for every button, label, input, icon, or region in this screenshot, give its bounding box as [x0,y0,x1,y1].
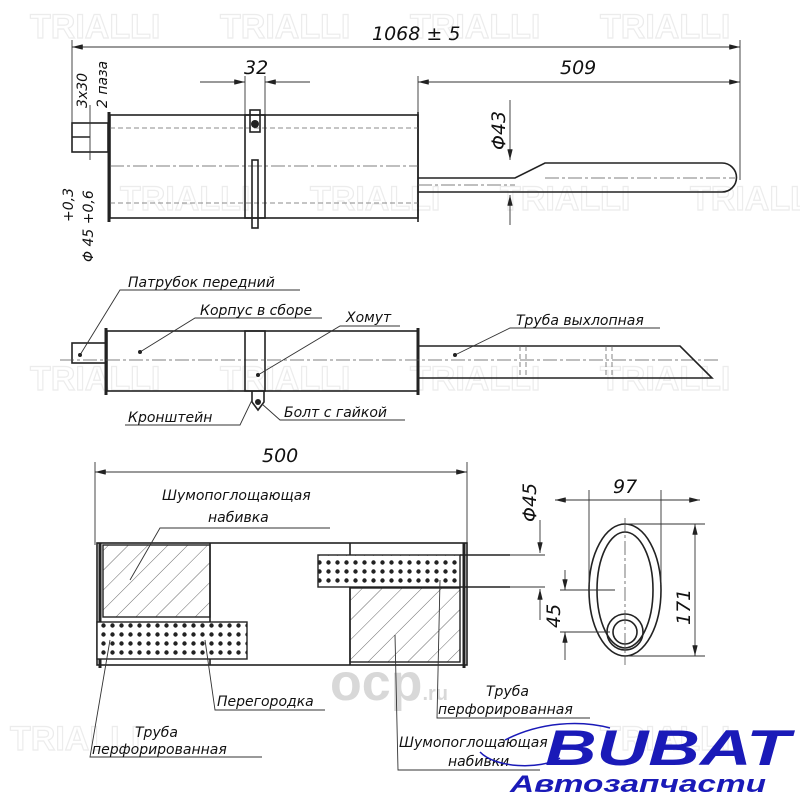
svg-text:TRIALLI: TRIALLI [600,8,730,46]
logo-subtitle: Автозапчасти [509,771,767,798]
svg-text:TRIALLI: TRIALLI [30,360,160,398]
top-view: 1068 ± 5 32 509 Φ43 3x30 2 паза Φ 45 +0,… [61,23,741,262]
svg-text:TRIALLI: TRIALLI [410,8,540,46]
callout-perf-left-line1: Труба [135,725,178,741]
callout-bracket: Кронштейн [128,410,212,426]
slots-count-label: 2 паза [95,61,111,108]
car-outline-icon [504,722,611,741]
svg-text:TRIALLI: TRIALLI [220,360,350,398]
svg-text:TRIALLI: TRIALLI [410,360,540,398]
svg-text:TRIALLI: TRIALLI [30,8,160,46]
end-offset-label: 45 [543,604,565,628]
callout-packing-line1: Шумопоглощающая [162,488,311,504]
inlet-tolerance-label: +0,3 [61,188,77,222]
callout-perf-right-line2: перфорированная [438,702,573,718]
watermarks: TRIALLI TRIALLI TRIALLI TRIALLI TRIALLI TRI… [9,7,800,758]
callout-packing-line2: набивка [208,510,269,526]
callout-perf-left-line2: перфорированная [92,742,227,758]
svg-text:TRIALLI: TRIALLI [600,720,730,758]
callout-bolt: Болт с гайкой [284,405,387,421]
outlet-diameter-label: Φ45 [519,483,541,522]
bracket [251,159,259,229]
svg-text:TRIALLI: TRIALLI [500,180,630,218]
clamp-width-label: 32 [244,57,268,79]
sound-absorbing-packing-right [349,587,461,663]
inlet-diameter-label: Φ 45 +0,6 [81,190,97,262]
callout-inlet-pipe: Патрубок передний [128,275,275,291]
exhaust-pipe [418,162,738,193]
svg-text:TRIALLI: TRIALLI [10,720,140,758]
svg-text:ocp.ru: ocp.ru [330,654,448,712]
perforated-tube-right [317,554,461,588]
callout-packing-bottom-line1: Шумопоглощающая [399,735,548,751]
callout-clamp: Хомут [345,310,392,326]
svg-text:TRIALLI: TRIALLI [120,180,250,218]
clamp [244,114,266,219]
end-height-label: 171 [673,589,695,625]
sound-absorbing-packing-left [102,544,211,618]
body-length-label: 500 [262,445,298,467]
assembly-view: Патрубок передний Корпус в сборе Хомут Т… [60,275,720,426]
svg-text:TRIALLI: TRIALLI [600,360,730,398]
callout-packing-bottom-line2: набивки [448,754,509,770]
section-view: 500 Φ45 Шумопоглощающая набивка Перегоро… [89,445,590,771]
perforated-tube-left [96,621,248,660]
callout-perf-right-line1: Труба [486,684,529,700]
slots-size-label: 3x30 [75,73,91,108]
tail-diameter-label: Φ43 [488,111,510,150]
tail-length-label: 509 [560,57,596,79]
svg-text:TRIALLI: TRIALLI [220,8,350,46]
bubat-logo: BUBAT Автозапчасти [479,720,796,798]
overall-length-label: 1068 ± 5 [372,23,460,45]
callout-exhaust-pipe: Труба выхлопная [516,313,644,329]
callout-body: Корпус в сборе [200,303,312,319]
svg-text:TRIALLI: TRIALLI [310,180,440,218]
end-width-label: 97 [613,476,637,498]
logo-brand: BUBAT [545,720,796,776]
end-view: 97 171 45 [543,476,705,665]
svg-text:TRIALLI: TRIALLI [690,180,800,218]
callout-baffle: Перегородка [217,694,314,710]
